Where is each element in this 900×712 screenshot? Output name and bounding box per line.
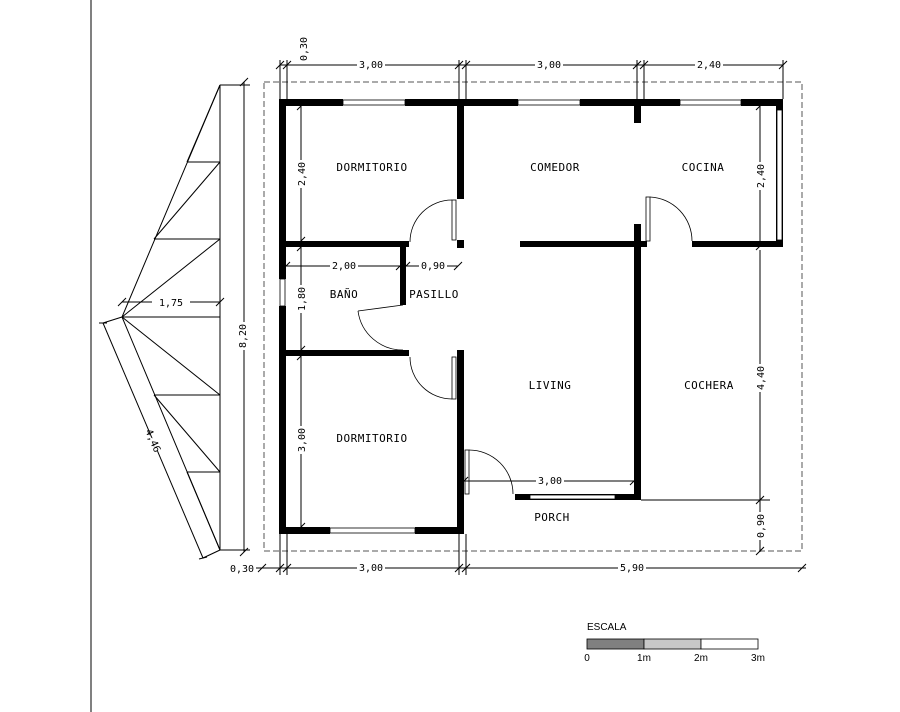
dim-bottom-wall: 0,30	[230, 564, 254, 575]
roof-truss	[99, 77, 250, 560]
scale-segment-1	[586, 638, 645, 650]
dim-bottom-right: 5,90	[620, 563, 644, 574]
dim-left-upper: 2,40	[297, 162, 308, 186]
dim-left-lower: 3,00	[297, 428, 308, 452]
walls	[279, 99, 783, 534]
scale-segment-3	[700, 638, 759, 650]
room-label-bano: BAÑO	[330, 288, 359, 301]
room-label-comedor: COMEDOR	[530, 161, 580, 174]
scale-label-1: 1m	[637, 653, 651, 664]
dim-bath-width: 2,00	[332, 261, 356, 272]
dim-hall-width: 0,90	[421, 261, 445, 272]
room-label-cochera: COCHERA	[684, 379, 734, 392]
doors	[357, 196, 693, 495]
dim-living-width: 3,00	[538, 476, 562, 487]
room-label-living: LIVING	[529, 379, 572, 392]
dim-top-right: 2,40	[697, 60, 721, 71]
dim-top-left: 3,00	[359, 60, 383, 71]
scale-title: ESCALA	[587, 622, 627, 633]
scale-label-0: 0	[584, 653, 590, 664]
scale-segment-2	[643, 638, 702, 650]
room-label-dormitorio-top: DORMITORIO	[336, 161, 407, 174]
scale-label-2: 2m	[694, 653, 708, 664]
dim-right-lower: 4,40	[756, 366, 767, 390]
room-label-cocina: COCINA	[682, 161, 725, 174]
scale-label-3: 3m	[751, 653, 765, 664]
dim-top-wall: 0,30	[299, 37, 310, 61]
room-label-pasillo: PASILLO	[409, 288, 459, 301]
room-label-dormitorio-bottom: DORMITORIO	[336, 432, 407, 445]
dim-left-mid: 1,80	[297, 287, 308, 311]
room-label-porch: PORCH	[534, 511, 570, 524]
dim-total-height: 8,20	[238, 324, 249, 348]
dim-roof-half: 1,75	[159, 298, 183, 309]
dim-right-upper: 2,40	[756, 164, 767, 188]
scale-bar: ESCALA 0 1m 2m 3m	[584, 622, 765, 664]
dim-right-porch: 0,90	[756, 514, 767, 538]
dim-bottom-left: 3,00	[359, 563, 383, 574]
dim-top-mid: 3,00	[537, 60, 561, 71]
